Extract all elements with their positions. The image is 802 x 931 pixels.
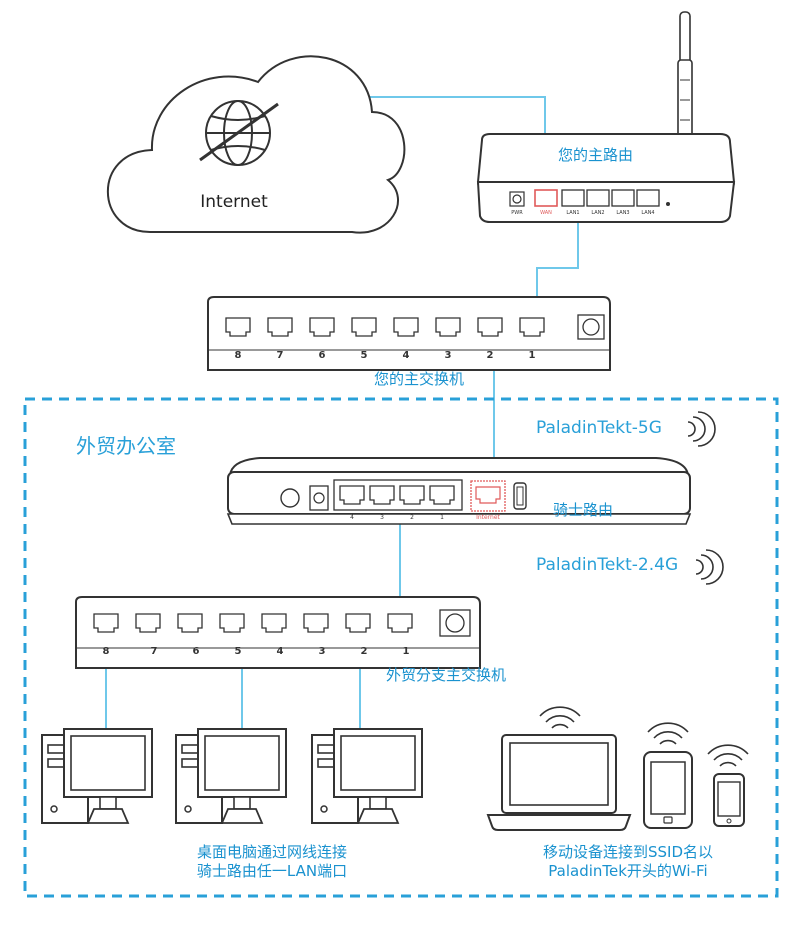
- wifi-5g-icon: [687, 411, 716, 447]
- knight-lan-3: 3: [380, 514, 384, 521]
- smartphone-icon: [707, 744, 749, 827]
- knight-lan-2: 2: [410, 514, 414, 521]
- tablet-icon: [643, 722, 693, 829]
- main-switch-port-7: 7: [277, 350, 284, 361]
- router-port-lan3: LAN3: [616, 210, 629, 216]
- knight-router: 4 3 2 1 Internet 骑士路由: [226, 457, 692, 525]
- knight-lan-1: 1: [440, 514, 444, 521]
- main-switch-port-4: 4: [403, 350, 410, 361]
- router-port-wan: WAN: [540, 210, 552, 216]
- main-switch-label: 您的主交换机: [374, 370, 464, 388]
- knight-wan-label: Internet: [476, 514, 500, 521]
- office-title: 外贸办公室: [76, 434, 176, 458]
- branch-port-7: 7: [151, 646, 158, 657]
- main-switch-port-6: 6: [319, 350, 326, 361]
- main-router: 您的主路由 PWR WAN LAN1 LAN2 LAN3 LAN4: [476, 11, 736, 223]
- globe-icon: [199, 100, 279, 166]
- branch-port-4: 4: [277, 646, 284, 657]
- desktop-caption-line2: 骑士路由任一LAN端口: [197, 862, 347, 880]
- router-port-lan4: LAN4: [641, 210, 654, 216]
- laptop-icon: [486, 706, 632, 831]
- antenna-icon: [677, 11, 693, 151]
- wan-port: [534, 189, 558, 207]
- mobile-caption-line2: PaladinTek开头的Wi-Fi: [548, 862, 707, 880]
- router-port-lan2: LAN2: [591, 210, 604, 216]
- internet-label: Internet: [200, 192, 268, 212]
- office-boundary: [23, 397, 779, 898]
- main-router-label: 您的主路由: [558, 146, 633, 164]
- router-port-lan1: LAN1: [566, 210, 579, 216]
- knight-lan-4: 4: [350, 514, 354, 521]
- knight-router-label: 骑士路由: [553, 501, 613, 519]
- branch-port-2: 2: [361, 646, 368, 657]
- branch-switch-label: 外贸分支主交换机: [386, 666, 506, 684]
- branch-port-1: 1: [403, 646, 410, 657]
- main-switch-port-3: 3: [445, 350, 452, 361]
- router-port-pwr: PWR: [511, 210, 523, 216]
- desktop-caption-line1: 桌面电脑通过网线连接: [197, 843, 347, 861]
- internet-cloud: Internet: [106, 55, 406, 234]
- desktop-computer-3: [311, 728, 423, 824]
- branch-port-5: 5: [235, 646, 242, 657]
- main-switch: 8 7 6 5 4 3 2 1 您的主交换机: [207, 296, 611, 388]
- main-switch-port-5: 5: [361, 350, 368, 361]
- knight-wan-port: [470, 480, 506, 512]
- branch-port-8: 8: [103, 646, 110, 657]
- ssid-5g-label: PaladinTekt-5G: [536, 418, 662, 438]
- main-switch-port-2: 2: [487, 350, 494, 361]
- main-switch-port-8: 8: [235, 350, 242, 361]
- main-switch-port-1: 1: [529, 350, 536, 361]
- branch-port-3: 3: [319, 646, 326, 657]
- branch-switch: 8 7 6 5 4 3 2 1 外贸分支主交换机: [75, 596, 506, 684]
- desktop-computer-1: [41, 728, 153, 824]
- wifi-24g-icon: [695, 549, 724, 585]
- branch-port-6: 6: [193, 646, 200, 657]
- ssid-24g-label: PaladinTekt-2.4G: [536, 555, 678, 575]
- mobile-caption-line1: 移动设备连接到SSID名以: [543, 843, 713, 861]
- desktop-computer-2: [175, 728, 287, 824]
